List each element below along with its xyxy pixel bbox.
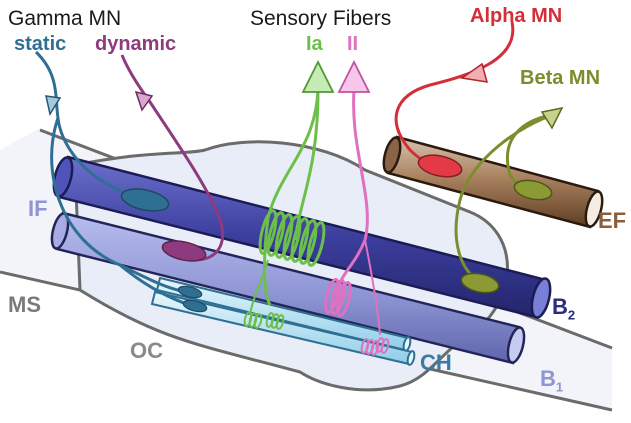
b1-label: B1 — [540, 366, 564, 395]
ii-afferent-fiber — [324, 59, 390, 356]
chain-fibers — [150, 276, 416, 366]
b2-subscript: 2 — [567, 307, 576, 323]
oc-label: OC — [130, 338, 163, 363]
sensory-fibers-label: Sensory Fibers — [250, 7, 392, 30]
b1-letter: B — [540, 366, 556, 391]
ms-label: MS — [8, 292, 41, 317]
ii-label: II — [347, 33, 359, 55]
gamma-dynamic-fiber — [120, 54, 225, 262]
ef-label: EF — [598, 208, 627, 233]
if-label: IF — [28, 196, 48, 221]
alpha-mn-fiber — [394, 21, 515, 178]
gamma-mn-label: Gamma MN — [8, 7, 122, 30]
ia-label: Ia — [306, 33, 323, 55]
dynamic-label: dynamic — [95, 33, 177, 55]
ch-label: CH — [420, 350, 452, 375]
beta-mn-fiber — [454, 106, 564, 294]
gamma-static-fiber — [34, 50, 208, 313]
alpha-mn-label: Alpha MN — [470, 5, 563, 27]
b2-letter: B — [552, 294, 568, 319]
ia-afferent-fiber — [243, 59, 335, 330]
beta-mn-label: Beta MN — [520, 67, 601, 89]
b2-label: B2 — [552, 294, 576, 323]
static-label: static — [14, 33, 67, 55]
b1-subscript: 1 — [555, 379, 564, 395]
